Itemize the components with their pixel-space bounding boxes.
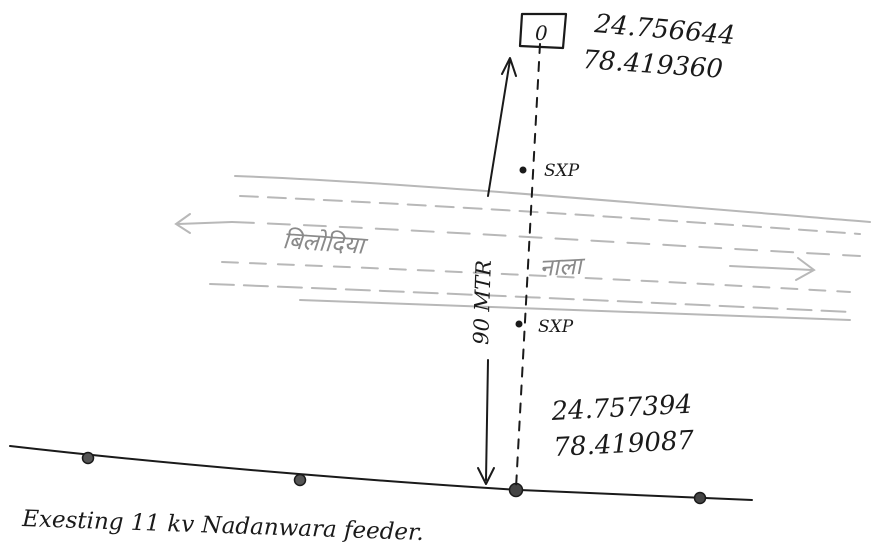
pole-icon: [293, 473, 307, 487]
sxp-label-upper: SXP: [544, 161, 580, 181]
sxp-marker-upper-icon: [519, 166, 527, 174]
sxp-label-lower: SXP: [538, 317, 574, 337]
feeder-pole-markers: [81, 451, 707, 505]
top-longitude: 78.419360: [582, 45, 724, 85]
river-left-label: बिलोदिया: [282, 226, 370, 260]
pole-icon: [81, 451, 95, 465]
flow-arrow-left-icon: [174, 213, 233, 234]
pole-icon: [693, 491, 707, 505]
bottom-latitude: 24.757394: [550, 390, 693, 427]
proposed-line-dashed: [515, 43, 541, 489]
pole-box-label: 0: [535, 21, 548, 45]
bottom-longitude: 78.419087: [553, 426, 695, 463]
distance-arrow: [477, 57, 517, 485]
top-latitude: 24.756644: [592, 9, 736, 51]
proposed-pole-box: 0: [518, 12, 568, 50]
pole-icon: [508, 482, 524, 498]
flow-arrow-right-icon: [729, 257, 816, 281]
nala-river-band: [209, 175, 871, 321]
feeder-caption: Exesting 11 kv Nadanwara feeder.: [21, 506, 424, 546]
river-right-label: नाला: [539, 252, 587, 282]
distance-label: 90 MTR: [469, 259, 496, 345]
existing-feeder-line: [9, 445, 753, 501]
sxp-marker-lower-icon: [515, 320, 523, 328]
